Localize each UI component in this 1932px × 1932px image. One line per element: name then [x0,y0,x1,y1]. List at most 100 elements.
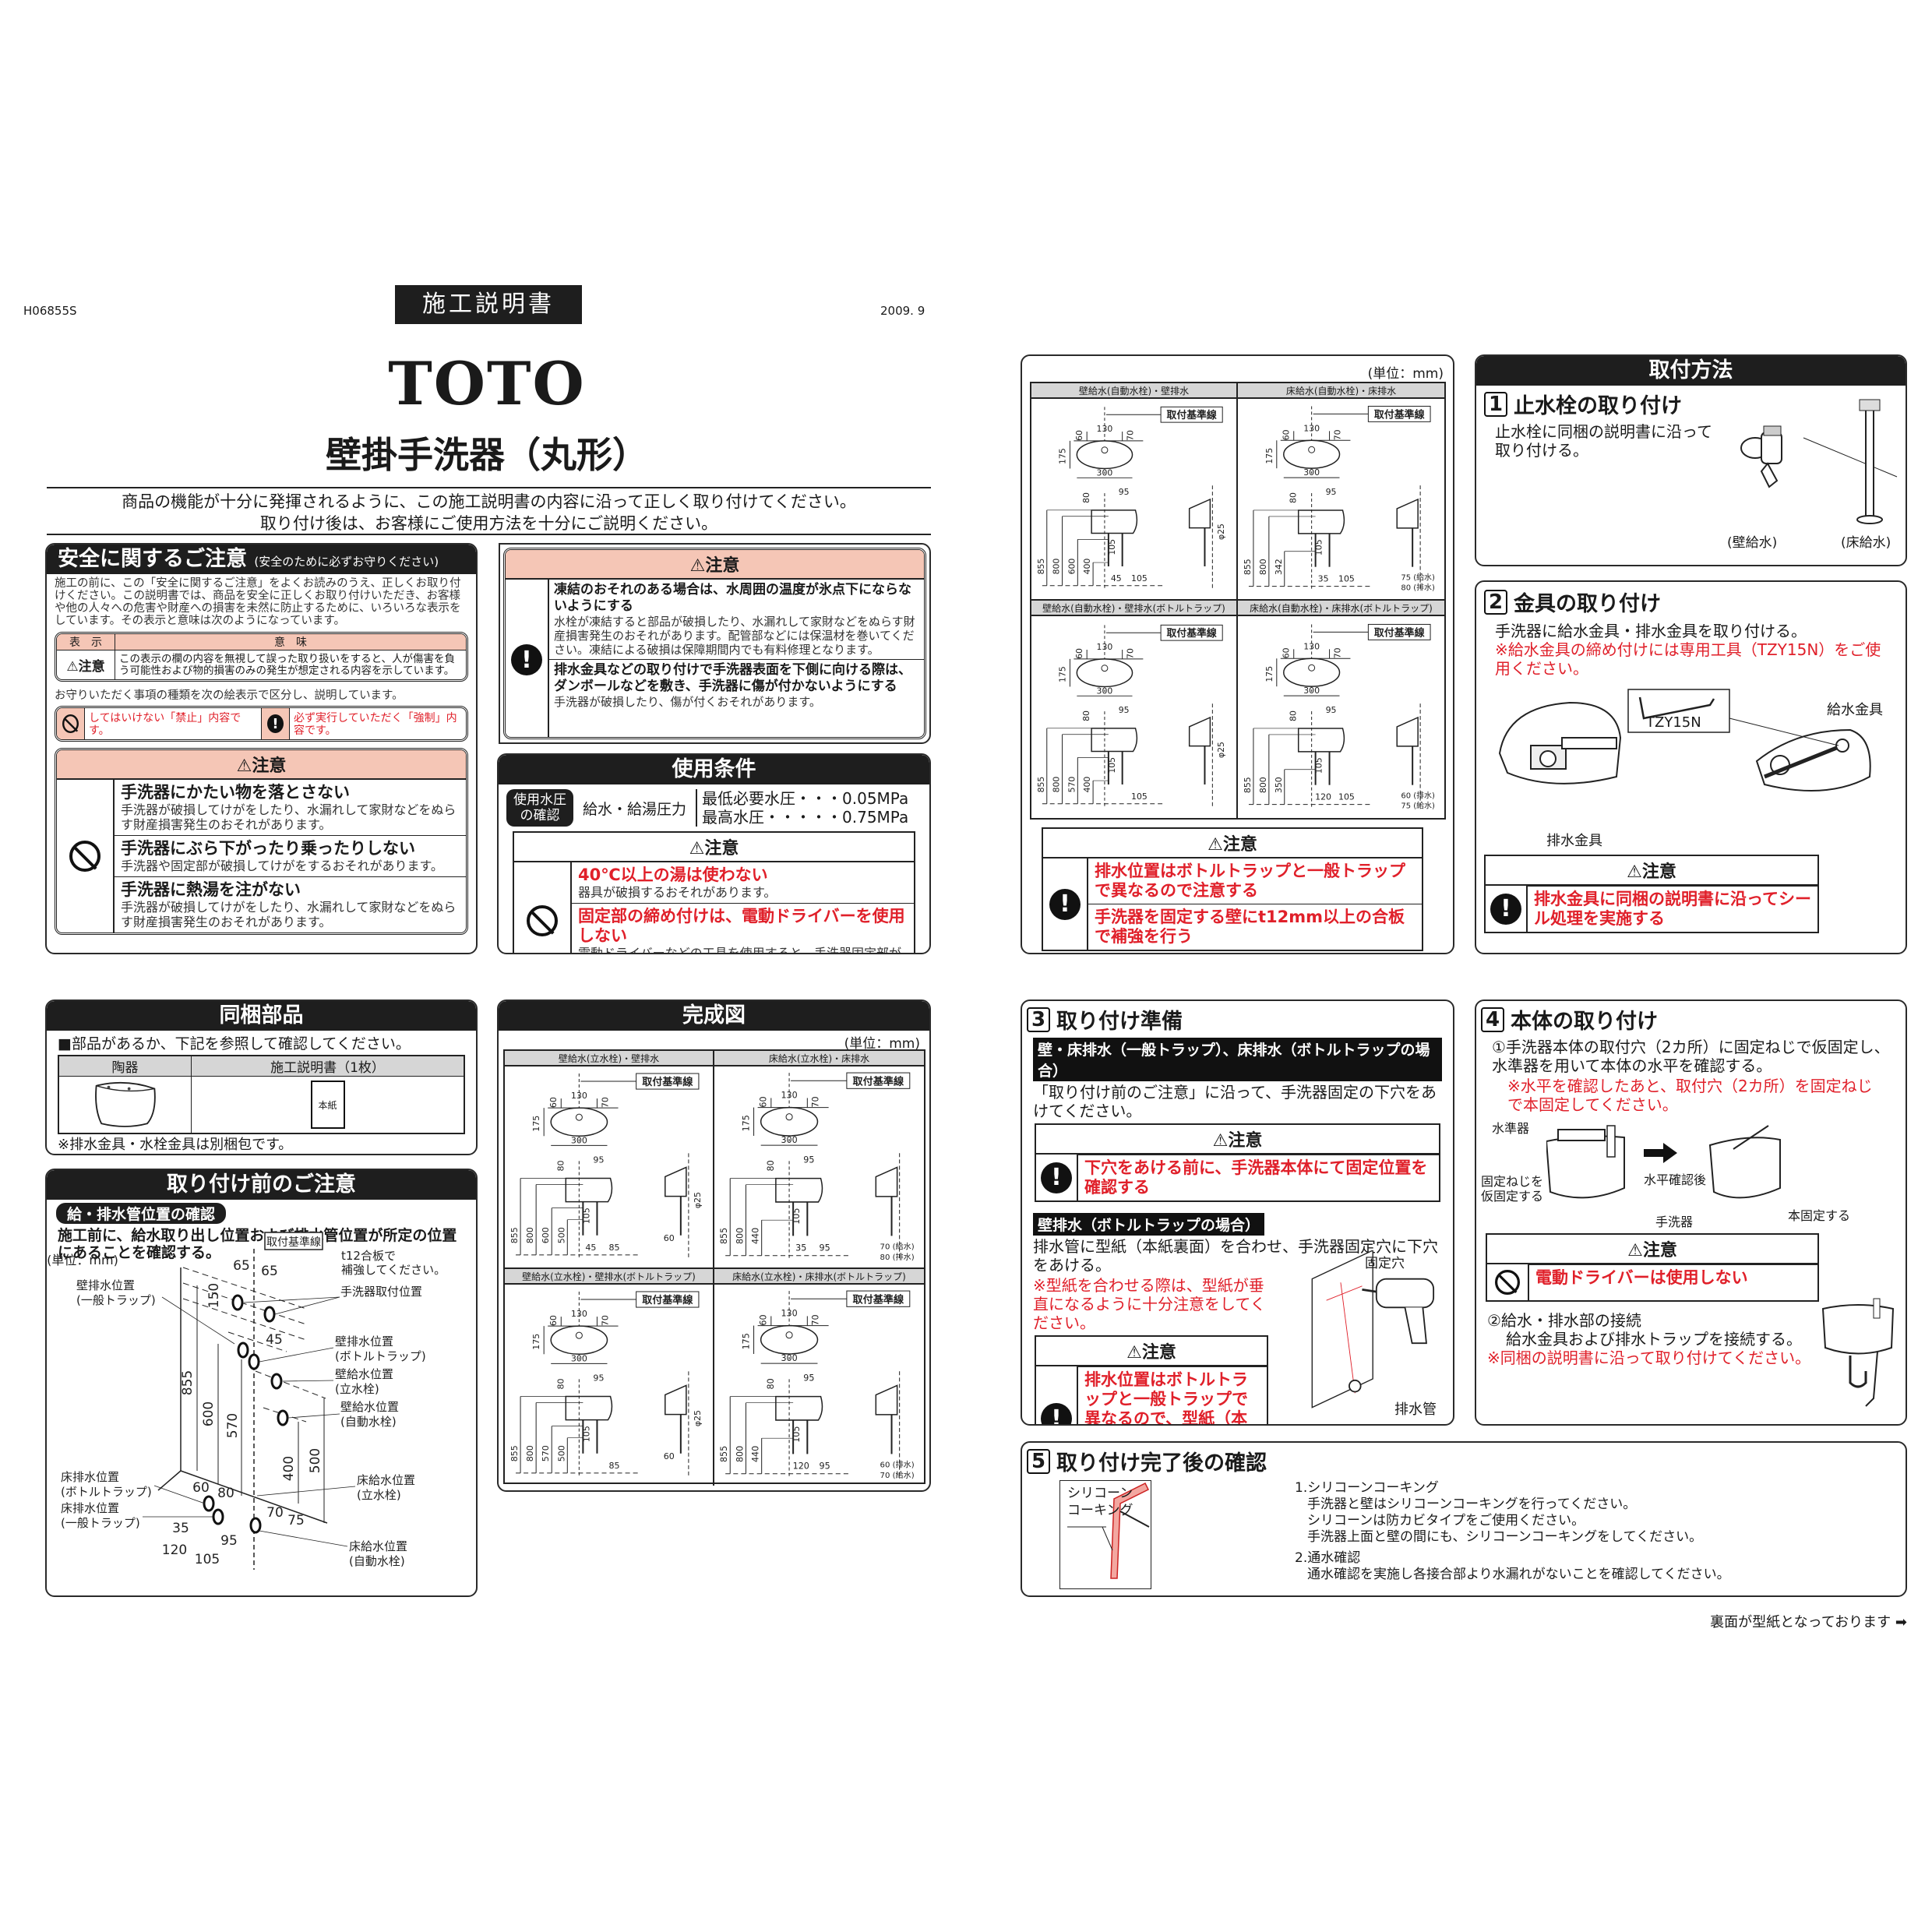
check-line: 手洗器と壁はシリコーンコーキングを行ってください。 [1307,1497,1637,1512]
step-title: 取り付け完了後の確認 [1056,1451,1267,1475]
dimension-label: 440 [751,1446,761,1462]
panel-title: 床給水(立水栓)・床排水 [714,1051,924,1066]
caution-meaning: この表示の欄の内容を無視して誤った取り扱いをすると、人が傷害を負う可能性および物… [119,652,456,677]
reference-line-label: 取付基準線 [1167,627,1217,640]
dimension-label: 75 (給水) [1401,801,1435,811]
toto-logo: TOTO [388,349,586,418]
dimension-label: 60 [664,1233,675,1243]
dimension-label: 800 [1052,777,1062,793]
dimension-label: 300 [781,1135,797,1145]
dimension-label: 60 [1282,647,1292,658]
dimension-label: 80 [766,1378,776,1389]
pipe-position-diagram: (単位：mm)取付基準線壁排水位置(一般トラップ)手洗器取付位置壁排水位置(ボト… [47,1232,446,1570]
doc-date: 2009. 9 [880,304,925,318]
sink-side-view [1396,716,1419,747]
sink-label: 手洗器 [1655,1215,1694,1229]
position-label: 壁排水位置 [335,1334,393,1349]
position-label: (立水栓) [357,1488,401,1502]
dimension-label: 800 [1258,559,1268,575]
reference-line-box [636,1291,700,1308]
step-note: ※型紙を合わせる際は、型紙が垂直になるように十分注意をしてください。 [1033,1276,1266,1332]
dimension-label: 105 [1107,539,1117,555]
caution-item: 下穴をあける前に、手洗器本体にて固定位置を確認する [1078,1155,1439,1200]
safety-intro: 施工の前に、この「安全に関するご注意」をよくお読みのうえ、正しくお取り付けくださ… [55,577,461,627]
product-title: 壁掛手洗器（丸形） [326,434,648,476]
sink-top-view [1283,658,1341,687]
dimension-label: 400 [281,1456,297,1481]
dimension-label: 855 [719,1228,729,1244]
sub-heading: 壁・床排水（一般トラップ）、床排水（ボトルトラップの場合） [1033,1038,1442,1081]
dimension-label: 130 [571,1091,587,1101]
dimension-label: 105 [1338,792,1355,802]
dimension-label: 105 [581,1208,591,1224]
dimension-label: 35 [795,1243,806,1253]
precheck-section: 取り付け前のご注意 給・排水管位置の確認 施工前に、給水取り出し位置および排水管… [45,1169,478,1597]
caution-head: 手洗器にかたい物を落とさない [121,783,350,802]
caution-head: 凍結のおそれのある場合は、水周囲の温度が氷点下にならないようにする [554,582,911,614]
dimension-label: 300 [1097,467,1113,478]
intro-block: 商品の機能が十分に発揮されるように、この施工説明書の内容に沿って正しく取り付けて… [47,487,931,535]
caution-head: 排水金具などの取り付けで手洗器表面を下側に向ける際は、ダンボールなどを敷き、手洗… [554,662,911,694]
prohibit-text: してはいけない「禁止」内容です。 [85,708,262,739]
prohibit-icon [1495,1270,1520,1295]
caution-label: ⚠注意 [57,650,115,679]
check-line: 通水確認を実施し各接合部より水漏れがないことを確認してください。 [1307,1567,1730,1582]
mandatory-icon: ! [1049,888,1081,920]
dimension-label: 70 [1126,430,1136,441]
reference-line-box [636,1073,700,1090]
dimension-label: 80 [766,1160,776,1171]
dimension-label: 80 [1081,710,1091,721]
sink-top-view [1283,439,1341,469]
position-label: (ボトルトラップ) [61,1485,152,1499]
reference-line-label: 取付基準線 [853,1292,904,1306]
dimension-label: 35 [172,1521,189,1536]
dimension-label: 150 [206,1283,222,1308]
completion-title: 完成図 [499,1001,929,1031]
dimension-label: 80 (排水) [1401,583,1435,593]
dimension-line [274,1296,340,1315]
pipe-hole [249,1517,262,1534]
caulking-illustration [1059,1480,1151,1589]
dimension-label: 80 (排水) [880,1252,915,1262]
dimension-label: 175 [1058,666,1068,682]
position-label: 床排水位置 [61,1501,119,1515]
reference-line-box [1367,405,1431,422]
position-label: 床給水位置 [349,1539,407,1553]
final-fix-label: 本固定する [1788,1208,1851,1223]
step-number: 4 [1481,1007,1504,1032]
dimension-label: 95 [593,1373,604,1383]
dimension-label: 855 [1243,777,1253,793]
reference-line-box [264,1232,323,1250]
dimension-label: 70 [600,1315,610,1326]
safety-caution-box: ⚠注意 手洗器にかたい物を落とさない手洗器が破損してけがをしたり、水漏れして家財… [55,748,468,935]
dimension-label: 80 [217,1486,234,1501]
dimension-label: 400 [1082,559,1092,575]
reference-line-box [1367,623,1431,640]
intro-line: 取り付け後は、お客様にご使用方法を十分にご説明ください。 [259,514,718,533]
dimension-label: 855 [1036,777,1046,793]
dimension-label: 70 [1126,648,1136,659]
caution-heading: ⚠注意 [1487,1235,1817,1264]
sink-front-view [565,1395,613,1421]
dimension-label: 85 [609,1461,620,1471]
freeze-caution-section: ⚠注意 ! 凍結のおそれのある場合は、水周囲の温度が氷点下にならないようにする水… [499,543,931,744]
check-head: 1.シリコーンコーキング [1295,1480,1439,1496]
pipe-hole [248,1353,260,1370]
dimension-label: 130 [781,1090,797,1100]
step-number: 3 [1027,1007,1050,1032]
dimension-label: 95 [1119,705,1130,715]
plywood-note: 補強してください。 [341,1263,446,1277]
prohibit-icon [527,904,558,936]
sink-front-view [1297,509,1345,534]
dimension-label: 60 [1074,430,1084,441]
symbols-intro: お守りいただく事項の種類を次の絵表示で区分し、説明しています。 [55,689,404,702]
check-line: 手洗器上面と壁の間にも、シリコーンコーキングをしてください。 [1307,1529,1703,1545]
caution-head: 固定部の締め付けは、電動ドライバーを使用しない [578,907,905,945]
step-text: 「取り付け前のご注意」に沿って、手洗器固定の下穴をあけてください。 [1033,1083,1437,1120]
position-label: (一般トラップ) [61,1516,140,1530]
